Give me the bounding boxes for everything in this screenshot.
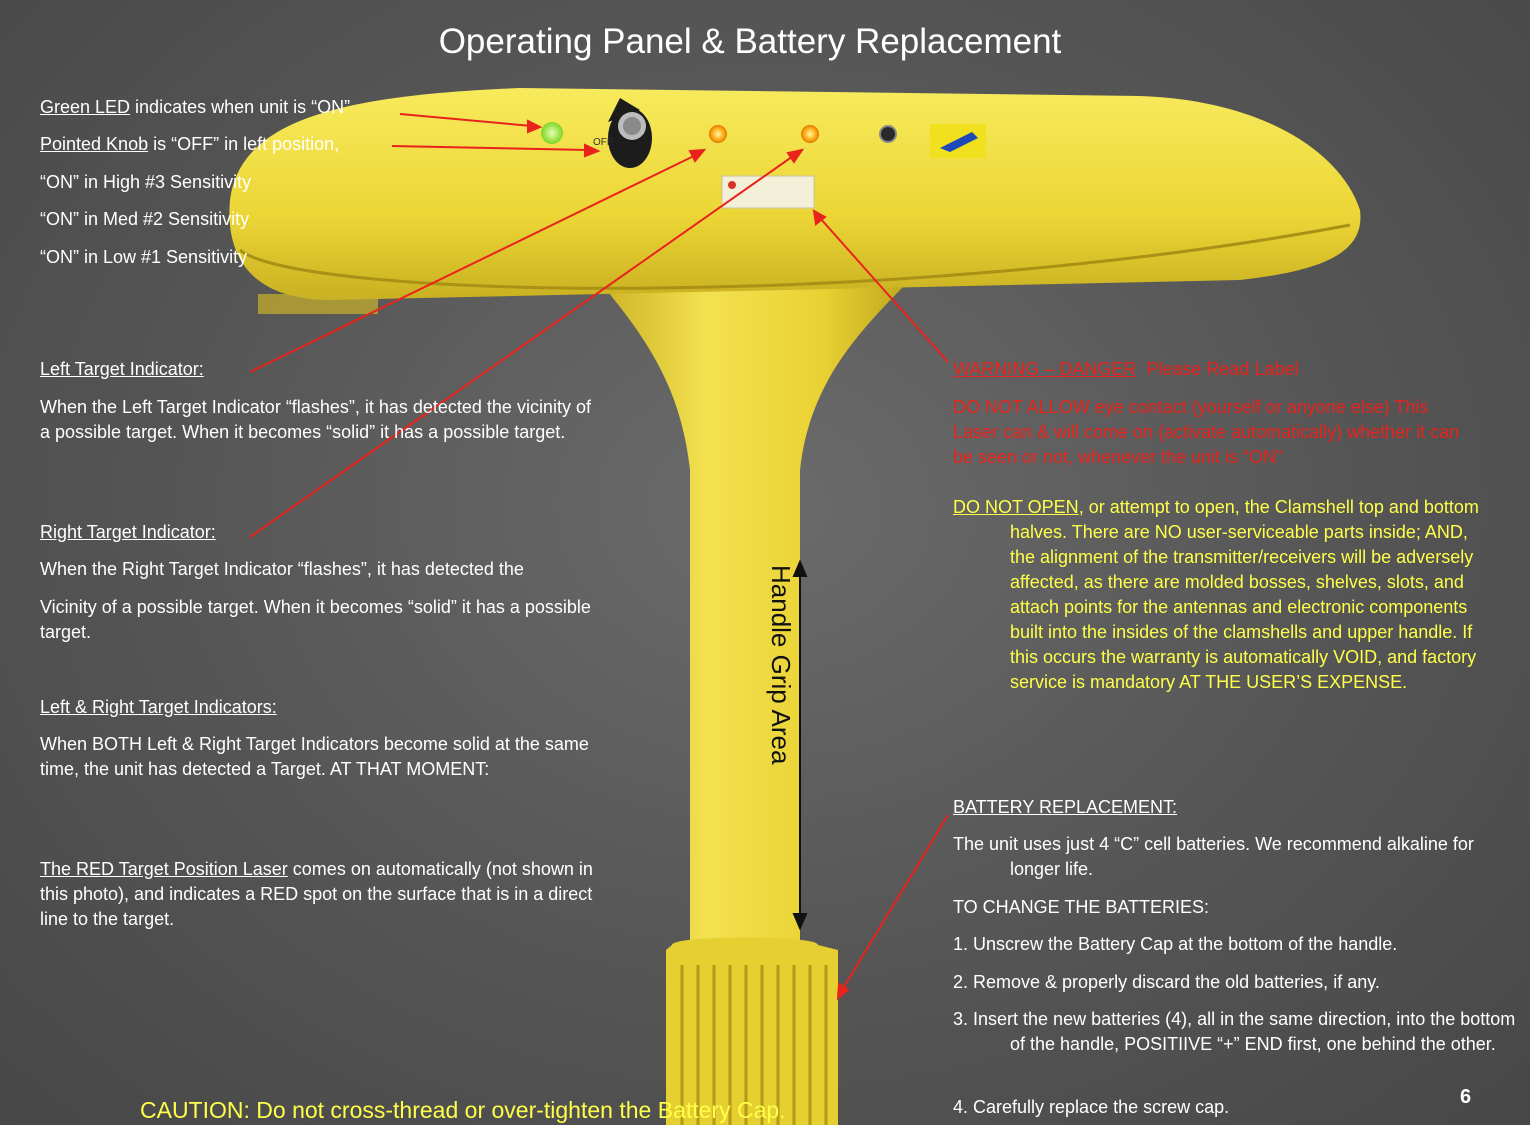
- right-indicator-text-2: Vicinity of a possible target. When it b…: [40, 597, 591, 642]
- sensitivity-med: “ON” in Med #2 Sensitivity: [40, 209, 250, 229]
- both-indicators-heading: Left & Right Target Indicators:: [40, 697, 277, 717]
- handle-grip-label: Handle Grip Area: [766, 565, 796, 765]
- green-led-text: indicates when unit is “ON”: [130, 97, 351, 117]
- left-indicator-text: When the Left Target Indicator “flashes”…: [40, 397, 591, 442]
- both-indicators-text: When BOTH Left & Right Target Indicators…: [40, 734, 589, 779]
- power-knob: [608, 98, 652, 168]
- right-target-indicator: [801, 125, 819, 143]
- caution-note: CAUTION: Do not cross-thread or over-tig…: [140, 1097, 786, 1123]
- page-title: Operating Panel & Battery Replacement: [438, 22, 1062, 61]
- handle: [590, 270, 920, 960]
- warning-heading: WARNING – DANGER: [953, 359, 1137, 379]
- right-indicator-text-1: When the Right Target Indicator “flashes…: [40, 559, 524, 579]
- battery-step-4: 4. Carefully replace the screw cap.: [953, 1097, 1230, 1117]
- laser-aperture: [879, 125, 897, 143]
- sensitivity-high: “ON” in High #3 Sensitivity: [40, 172, 252, 192]
- brand-logo: [930, 124, 986, 158]
- battery-text: The unit uses just 4 “C” cell batteries.…: [953, 834, 1474, 879]
- warning-header: WARNING – DANGER Please Read Label: [953, 357, 1483, 382]
- left-indicator-heading: Left Target Indicator:: [40, 359, 204, 379]
- green-led: [541, 122, 563, 144]
- page-number: 6: [1460, 1086, 1472, 1108]
- change-heading: TO CHANGE THE BATTERIES:: [953, 897, 1210, 917]
- do-not-open-text: , or attempt to open, the Clamshell top …: [1010, 497, 1479, 692]
- do-not-open-notice: DO NOT OPEN, or attempt to open, the Cla…: [953, 495, 1485, 695]
- battery-heading: BATTERY REPLACEMENT:: [953, 797, 1178, 817]
- pointer-arrows: [249, 113, 949, 1001]
- green-led-label: Green LED: [40, 97, 131, 117]
- sensitivity-low: “ON” in Low #1 Sensitivity: [40, 247, 248, 267]
- knob-label: Pointed Knob: [40, 134, 149, 154]
- knob-text: is “OFF” in left position,: [148, 134, 340, 154]
- laser-warning-label: [721, 175, 815, 209]
- warning-subheading: Please Read Label: [1136, 359, 1299, 379]
- right-indicator-heading: Right Target Indicator:: [40, 522, 216, 542]
- laser-description: The RED Target Position Laser comes on a…: [40, 857, 615, 932]
- battery-step-2: 2. Remove & properly discard the old bat…: [953, 972, 1380, 992]
- laser-label: The RED Target Position Laser: [40, 859, 288, 879]
- knob-description: Pointed Knob is “OFF” in left position,: [40, 132, 430, 157]
- handle-grip-double-arrow: [792, 559, 808, 931]
- off-label: OFF: [593, 137, 613, 148]
- battery-step-3: 3. Insert the new batteries (4), all in …: [953, 1009, 1516, 1054]
- battery-cap: [666, 937, 838, 1125]
- battery-step-1: 1. Unscrew the Battery Cap at the bottom…: [953, 934, 1398, 954]
- laser-text: comes on automatically (not shown in thi…: [40, 859, 593, 929]
- led-description: Green LED indicates when unit is “ON”: [40, 95, 430, 120]
- warning-text: DO NOT ALLOW eye contact (yourself or an…: [953, 397, 1460, 467]
- left-target-indicator: [709, 125, 727, 143]
- do-not-open-label: DO NOT OPEN: [953, 497, 1079, 517]
